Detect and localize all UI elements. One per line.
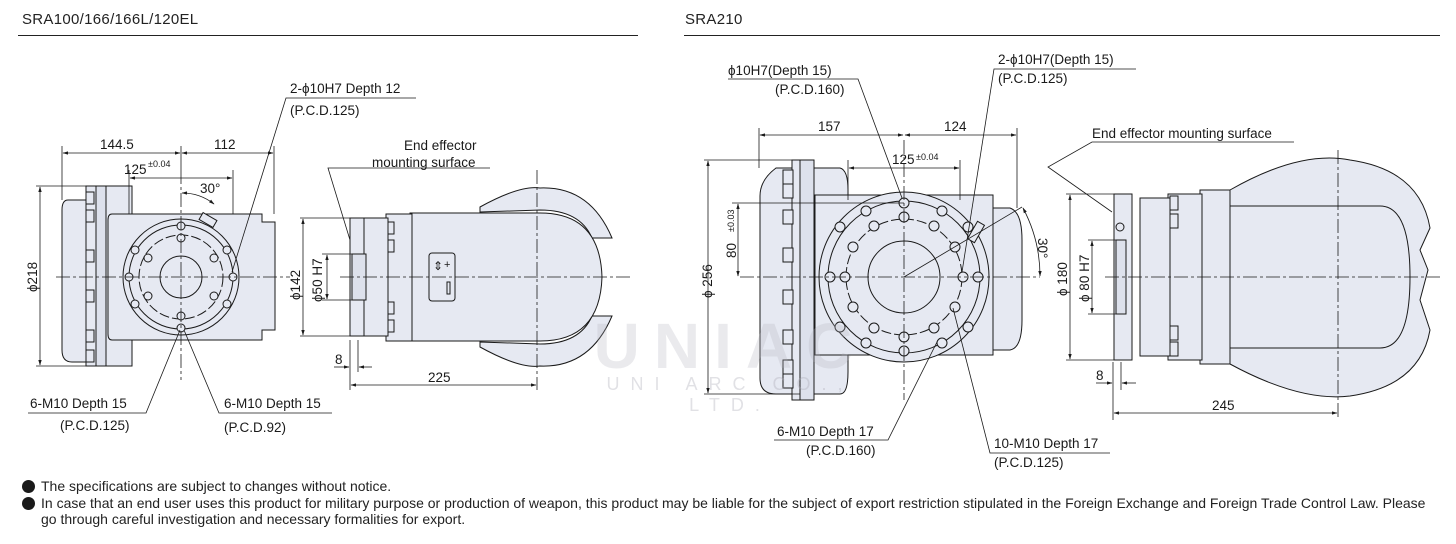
svg-text:(P.C.D.125): (P.C.D.125) — [994, 455, 1064, 470]
svg-text:ϕ218: ϕ218 — [25, 262, 40, 292]
svg-text:157: 157 — [818, 119, 841, 134]
svg-text:124: 124 — [944, 119, 967, 134]
left-title-rule — [18, 35, 638, 36]
svg-text:80: 80 — [724, 243, 739, 258]
svg-text:144.5: 144.5 — [100, 137, 134, 152]
svg-text:225: 225 — [428, 370, 451, 385]
svg-text:30°: 30° — [1035, 238, 1050, 258]
bullet-icon — [22, 496, 35, 510]
svg-text:End effector mounting surface: End effector mounting surface — [1092, 126, 1272, 141]
svg-text:ϕ 180: ϕ 180 — [1055, 262, 1070, 296]
right-title-rule — [684, 35, 1440, 36]
svg-text:125: 125 — [124, 162, 147, 177]
svg-text:30°: 30° — [200, 181, 220, 196]
svg-text:6-M10 Depth 15: 6-M10 Depth 15 — [224, 396, 321, 411]
svg-text:+: + — [444, 259, 450, 271]
svg-text:2-ϕ10H7(Depth 15): 2-ϕ10H7(Depth 15) — [998, 52, 1114, 67]
svg-text:±0.04: ±0.04 — [148, 159, 170, 169]
left-side-centerlines — [340, 170, 630, 390]
svg-text:(P.C.D.160): (P.C.D.160) — [806, 443, 876, 458]
svg-text:112: 112 — [214, 137, 236, 152]
right-side-centerlines — [1105, 150, 1440, 420]
svg-text:⇕: ⇕ — [433, 259, 443, 273]
svg-text:ϕ50 H7: ϕ50 H7 — [310, 258, 325, 302]
right-section-title: SRA210 — [685, 11, 743, 28]
svg-text:(P.C.D.125): (P.C.D.125) — [60, 418, 130, 433]
svg-text:End effector: End effector — [404, 138, 477, 153]
notes-section: The specifications are subject to change… — [22, 478, 1442, 528]
left-front-view — [61, 185, 276, 367]
svg-text:ϕ 256: ϕ 256 — [700, 264, 715, 298]
right-front-centerlines — [740, 140, 1040, 400]
svg-text:(P.C.D.92): (P.C.D.92) — [224, 420, 286, 435]
bullet-icon — [22, 480, 35, 493]
svg-text:6-M10 Depth 15: 6-M10 Depth 15 — [30, 396, 127, 411]
svg-text:2-ϕ10H7 Depth 12: 2-ϕ10H7 Depth 12 — [290, 81, 400, 96]
note-text: In case that an end user uses this produ… — [41, 494, 1426, 528]
svg-text:125: 125 — [892, 152, 915, 167]
left-front-labels: 144.5 112 125 ±0.04 30° ϕ218 2-ϕ10H7 Dep… — [25, 81, 400, 435]
svg-text:ϕ10H7(Depth 15): ϕ10H7(Depth 15) — [728, 63, 832, 78]
right-side-view — [1113, 157, 1431, 398]
right-front-view — [759, 159, 1023, 401]
svg-text:mounting surface: mounting surface — [372, 155, 476, 170]
svg-text:245: 245 — [1212, 398, 1235, 413]
right-side-labels: End effector mounting surface ϕ 180 ϕ 80… — [1055, 126, 1272, 413]
left-front-centerlines — [56, 170, 290, 380]
note-item: In case that an end user uses this produ… — [22, 495, 1442, 528]
svg-text:±0.04: ±0.04 — [916, 152, 938, 162]
right-front-labels: 157 124 125 ±0.04 80 ±0.03 30° ϕ 256 ϕ10… — [700, 52, 1114, 470]
svg-text:ϕ 80 H7: ϕ 80 H7 — [1077, 255, 1092, 302]
note-item: The specifications are subject to change… — [22, 478, 1442, 495]
svg-text:8: 8 — [1096, 368, 1104, 383]
svg-text:(P.C.D.125): (P.C.D.125) — [998, 71, 1068, 86]
svg-text:(P.C.D.160): (P.C.D.160) — [775, 82, 845, 97]
left-side-labels: End effector mounting surface ϕ142 ϕ50 H… — [288, 138, 477, 385]
svg-text:8: 8 — [335, 352, 343, 367]
technical-drawing: 144.5 112 125 ±0.04 30° ϕ218 2-ϕ10H7 Dep… — [25, 52, 1440, 470]
left-section-title: SRA100/166/166L/120EL — [22, 11, 199, 28]
svg-text:ϕ142: ϕ142 — [288, 270, 303, 300]
svg-text:10-M10 Depth 17: 10-M10 Depth 17 — [994, 436, 1098, 451]
svg-text:±0.03: ±0.03 — [726, 210, 736, 232]
note-text: The specifications are subject to change… — [41, 478, 392, 494]
svg-text:(P.C.D.125): (P.C.D.125) — [290, 103, 360, 118]
svg-text:6-M10 Depth 17: 6-M10 Depth 17 — [777, 424, 874, 439]
